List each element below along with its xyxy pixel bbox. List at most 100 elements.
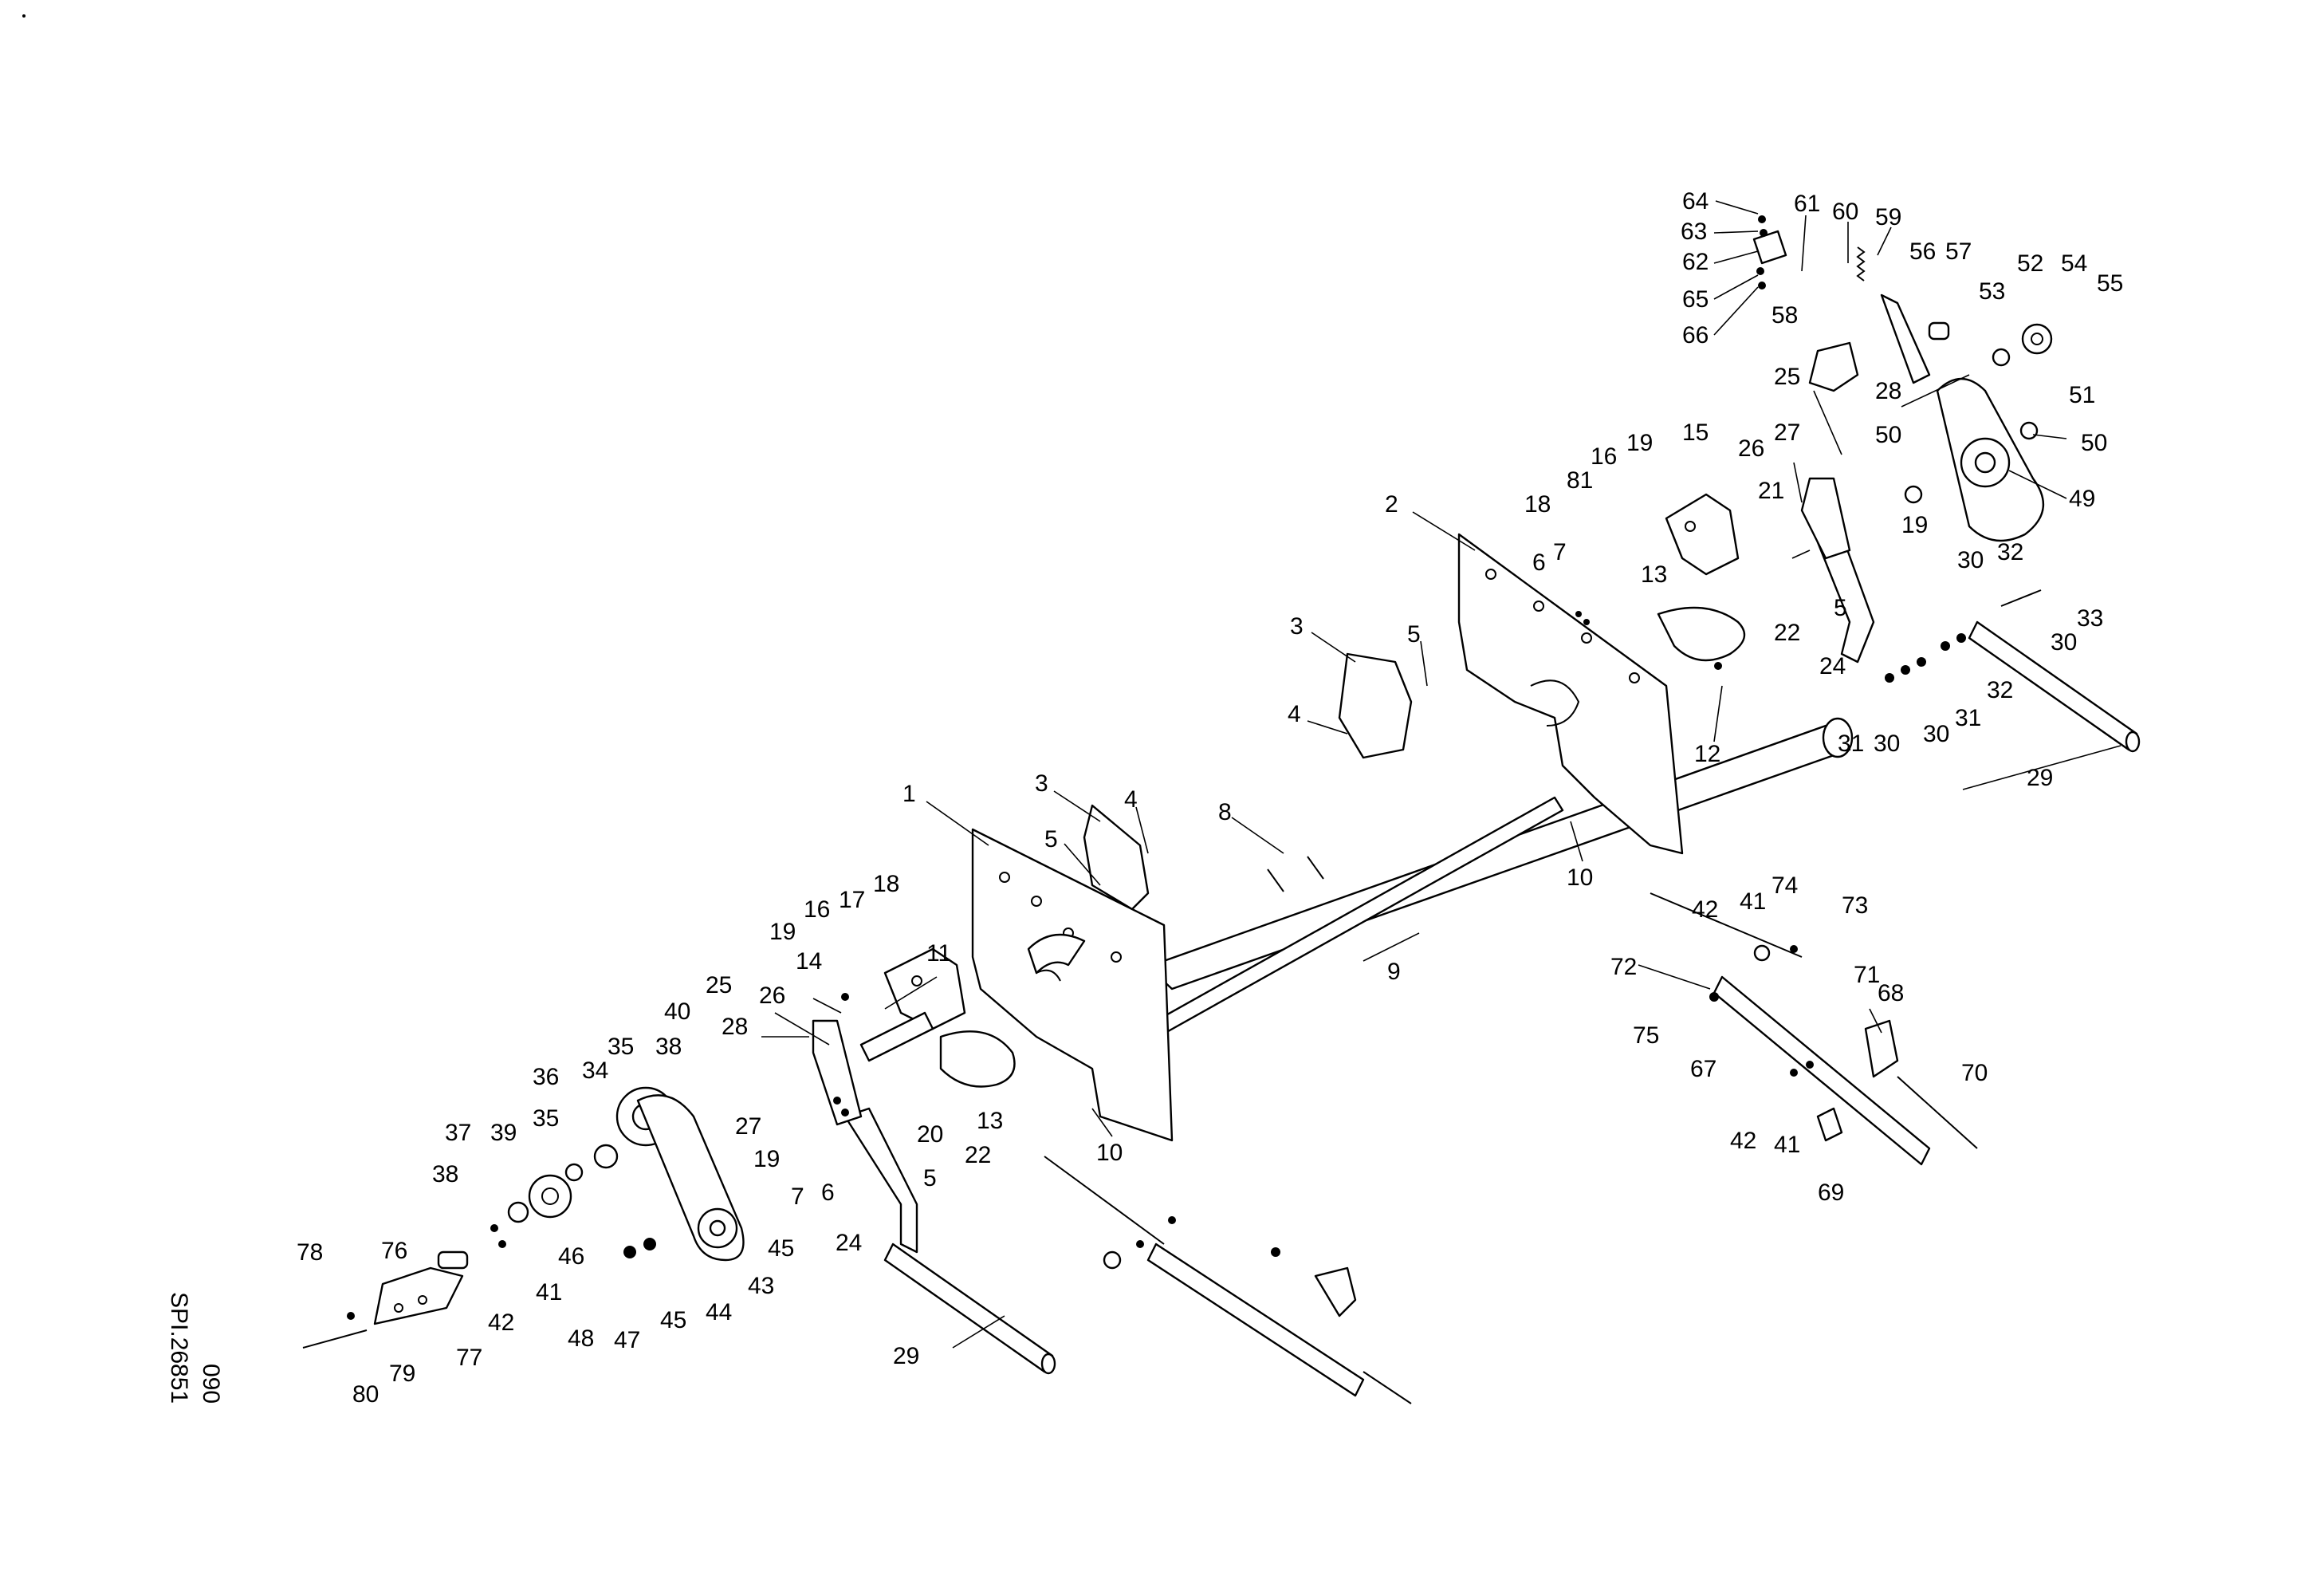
callout-78: 78 — [297, 1239, 323, 1266]
callout-19-d: 19 — [1901, 512, 1928, 538]
callout-81: 81 — [1567, 467, 1593, 494]
sprocket-52 — [2021, 323, 2053, 355]
bracket-62 — [1752, 230, 1787, 265]
callout-35-a: 35 — [608, 1034, 634, 1060]
callout-45-a: 45 — [768, 1235, 794, 1262]
callout-25-a: 25 — [706, 972, 732, 998]
bracket-26-right — [1800, 477, 1851, 560]
callout-44: 44 — [706, 1299, 732, 1325]
callout-24-a: 24 — [836, 1230, 862, 1256]
callout-73: 73 — [1842, 892, 1868, 919]
spring-59 — [1856, 246, 1866, 282]
callout-28-b: 28 — [1875, 378, 1901, 404]
gear-sector-left — [1027, 933, 1086, 975]
callout-77: 77 — [456, 1345, 482, 1371]
callout-29-b: 29 — [2027, 765, 2053, 791]
callout-72: 72 — [1610, 954, 1637, 980]
callout-27-a: 27 — [735, 1113, 761, 1140]
callout-8: 8 — [1218, 799, 1232, 825]
callout-50-b: 50 — [2081, 430, 2107, 456]
callout-68: 68 — [1878, 980, 1904, 1006]
callout-75: 75 — [1633, 1022, 1659, 1049]
callout-43: 43 — [748, 1273, 774, 1299]
callout-3-right: 3 — [1290, 613, 1304, 640]
bearing-38-39 — [507, 1163, 584, 1223]
callout-19-b: 19 — [1626, 430, 1653, 456]
callout-39: 39 — [490, 1120, 517, 1146]
callout-47: 47 — [614, 1327, 640, 1353]
callout-74: 74 — [1772, 872, 1798, 899]
callout-60: 60 — [1832, 199, 1858, 225]
callout-11: 11 — [926, 940, 951, 967]
callout-67: 67 — [1690, 1056, 1716, 1082]
cover-plate-3-left — [1083, 804, 1150, 911]
callout-55: 55 — [2097, 270, 2123, 297]
callout-38-a: 38 — [655, 1034, 682, 1060]
callout-64: 64 — [1682, 188, 1709, 215]
callout-22-a: 22 — [965, 1142, 991, 1168]
lower-rail-group — [1044, 1156, 1412, 1404]
hardware-dots — [347, 215, 1966, 1320]
callout-48: 48 — [568, 1325, 594, 1352]
bolt-80 — [302, 1329, 368, 1349]
lever-12 — [1657, 606, 1746, 662]
callout-79: 79 — [389, 1361, 415, 1387]
callout-10-a: 10 — [1096, 1140, 1123, 1166]
callout-19-a: 19 — [769, 919, 796, 945]
callout-15: 15 — [1682, 419, 1709, 446]
callout-1: 1 — [902, 781, 916, 807]
rod-9 — [1154, 796, 1564, 1035]
callout-56: 56 — [1909, 238, 1936, 265]
callout-42-a: 42 — [488, 1309, 514, 1336]
callout-53: 53 — [1979, 278, 2005, 305]
bracket-77 — [373, 1266, 464, 1325]
side-plate-2 — [1457, 533, 1684, 855]
callout-19-c: 19 — [753, 1146, 780, 1172]
callout-50-a: 50 — [1875, 422, 1901, 448]
callout-26-a: 26 — [759, 983, 785, 1009]
bearing-76 — [437, 1250, 469, 1270]
callout-46: 46 — [558, 1243, 584, 1270]
callout-32-a: 32 — [1997, 539, 2023, 565]
callout-33: 33 — [2077, 605, 2103, 632]
callout-32-b: 32 — [1987, 677, 2013, 703]
pulley-35 — [593, 1144, 619, 1169]
callout-26-b: 26 — [1738, 435, 1764, 462]
bracket-58 — [1808, 341, 1859, 392]
spacer-53-57 — [1928, 321, 2011, 367]
callout-62: 62 — [1682, 249, 1709, 275]
callout-30-a: 30 — [1957, 547, 1984, 573]
drive-belt-43 — [636, 1094, 745, 1262]
callout-38-b: 38 — [432, 1161, 458, 1187]
callout-17: 17 — [839, 887, 865, 913]
callout-40: 40 — [664, 998, 690, 1025]
callout-10-b: 10 — [1567, 864, 1593, 891]
callout-7-a: 7 — [791, 1183, 804, 1210]
callout-69: 69 — [1818, 1180, 1844, 1206]
callout-20: 20 — [917, 1121, 943, 1148]
callout-34: 34 — [582, 1057, 608, 1084]
callout-41-c: 41 — [1774, 1132, 1800, 1158]
callout-16-a: 16 — [804, 896, 830, 923]
callout-2: 2 — [1385, 491, 1398, 518]
callout-58: 58 — [1772, 302, 1798, 329]
callout-61: 61 — [1794, 191, 1820, 217]
leader-lines — [761, 200, 2121, 1349]
drive-belt-51 — [1936, 377, 2044, 542]
corner-mark — [22, 14, 26, 18]
cam-plate-left — [883, 947, 966, 1030]
callout-18-a: 18 — [873, 871, 899, 897]
callout-36: 36 — [533, 1064, 559, 1090]
callout-35-b: 35 — [533, 1105, 559, 1132]
shaft-33 — [2000, 589, 2042, 607]
lever-56 — [1880, 293, 1931, 384]
callout-42-b: 42 — [1692, 896, 1718, 923]
callout-31-a: 31 — [1838, 731, 1864, 757]
roller-shaft-8 — [1146, 717, 1854, 990]
callout-71: 71 — [1854, 962, 1880, 988]
callout-29-a: 29 — [893, 1343, 919, 1369]
callout-70: 70 — [1961, 1060, 1988, 1086]
right-lower-rail-group — [1650, 892, 1978, 1166]
callout-16-b: 16 — [1591, 443, 1617, 470]
